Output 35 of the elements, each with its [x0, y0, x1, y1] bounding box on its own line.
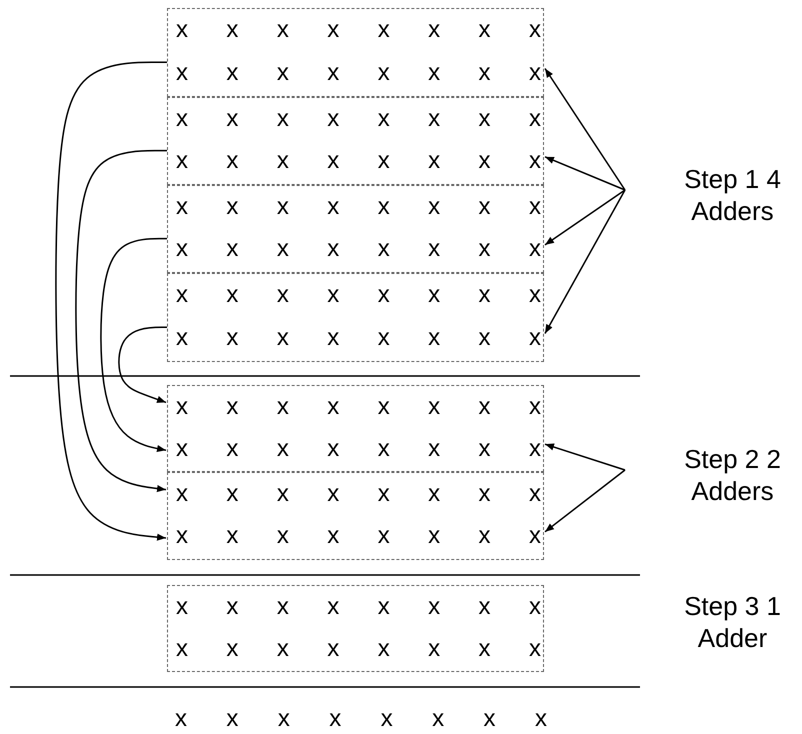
- x-mark-row: x x x x x x x x: [176, 195, 541, 219]
- dashed-group-box: [167, 585, 544, 672]
- step-label: Step 2 2 Adders: [683, 443, 782, 507]
- x-mark-row: x x x x x x x x: [176, 18, 541, 42]
- x-mark-row: x x x x x x x x: [176, 149, 541, 174]
- x-mark-row: x x x x x x x x: [176, 326, 541, 350]
- arrow: [55, 62, 167, 541]
- arrow: [544, 469, 626, 532]
- x-mark-row: x x x x x x x x: [176, 107, 541, 131]
- x-mark-row: x x x x x x x x: [176, 283, 541, 308]
- x-mark-row: x x x x x x x x: [176, 60, 541, 85]
- dashed-group-box: [167, 472, 544, 560]
- arrow: [100, 238, 167, 452]
- arrow: [75, 150, 167, 492]
- x-mark-row: x x x x x x x x: [176, 636, 541, 660]
- arrow: [544, 443, 626, 471]
- dashed-group-box: [167, 385, 544, 472]
- dashed-group-box: [167, 97, 544, 185]
- arrow: [544, 156, 626, 191]
- arrow: [118, 326, 167, 404]
- arrow: [544, 68, 626, 190]
- step-label: Step 3 1 Adder: [683, 590, 782, 654]
- x-mark-row: x x x x x x x x: [176, 237, 541, 262]
- x-mark-row: x x x x x x x x: [175, 707, 547, 731]
- dashed-group-box: [167, 273, 544, 362]
- arrow: [544, 190, 626, 334]
- x-mark-row: x x x x x x x x: [176, 524, 541, 548]
- x-mark-row: x x x x x x x x: [176, 594, 541, 619]
- arrow: [544, 189, 626, 246]
- x-mark-row: x x x x x x x x: [176, 394, 541, 419]
- dashed-group-box: [167, 8, 544, 97]
- step-label: Step 1 4 Adders: [683, 163, 782, 227]
- dashed-group-box: [167, 185, 544, 273]
- x-mark-row: x x x x x x x x: [176, 436, 541, 460]
- x-mark-row: x x x x x x x x: [176, 482, 541, 506]
